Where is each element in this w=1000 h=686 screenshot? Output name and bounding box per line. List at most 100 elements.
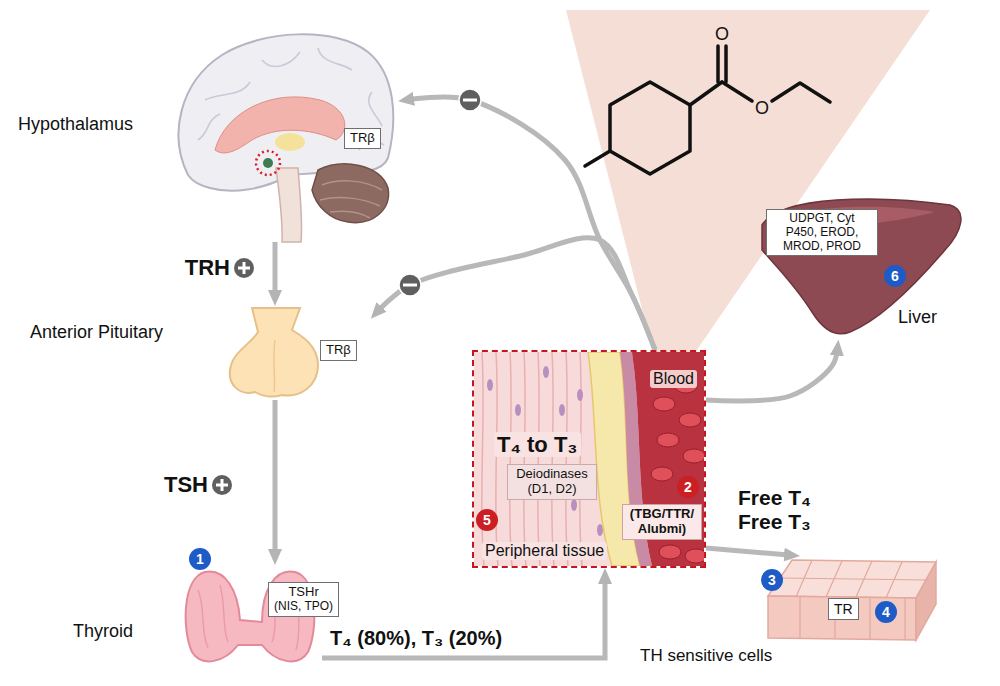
- edge-label: TSH: [164, 472, 208, 497]
- enzyme-box: UDPGT, Cyt P450, EROD, MROD, PROD: [766, 209, 878, 256]
- connector-arrow: [706, 548, 792, 555]
- chemical-structure: [585, 46, 830, 174]
- cyclohexane-ring: [610, 82, 690, 174]
- stimulation-sign: [212, 475, 232, 495]
- liver-illustration: [762, 199, 961, 334]
- box-text: (NIS, TPO): [274, 600, 333, 614]
- cell-nuclei-part: [559, 404, 565, 416]
- cerebellum-folia: [320, 181, 382, 218]
- text-slot: 3: [761, 569, 783, 591]
- receptor-box: TR: [828, 598, 859, 620]
- text-slot: T₄ to T₃: [494, 432, 581, 457]
- ethyl-bond: [772, 83, 830, 102]
- text-slot: TH sensitive cells: [640, 646, 772, 666]
- cell-nuclei-part: [577, 389, 583, 401]
- liver-organ-shape: [762, 199, 961, 334]
- node-label: Liver: [898, 307, 937, 328]
- box-text: TRβ: [326, 343, 351, 358]
- hypothalamus-marker: [256, 151, 280, 175]
- carbonyl-double-bond: [718, 46, 726, 82]
- box-text: TSHr: [274, 585, 333, 600]
- pituitary-lobe-line: [274, 340, 275, 392]
- pituitary-illustration: [230, 308, 318, 396]
- inhibition-sign: [459, 89, 481, 111]
- atom-label: O: [755, 98, 769, 119]
- callout-number: 5: [476, 509, 498, 531]
- muscle-fibres: [482, 352, 582, 566]
- brainstem: [276, 168, 302, 242]
- pituitary-organ: Anterior PituitaryTRβ: [226, 306, 370, 400]
- cell-layer-illustration: [768, 560, 936, 640]
- callout-number: 6: [884, 265, 906, 287]
- text-slot: Free T₄ Free T₃: [738, 486, 833, 534]
- callout-number: 3: [761, 569, 783, 591]
- node-label: TH sensitive cells: [640, 646, 772, 666]
- node-label: Blood: [650, 370, 697, 388]
- text-slot: 2: [677, 476, 699, 498]
- liver-organ: Liver UDPGT, Cyt P450, EROD, MROD, PROD: [758, 195, 966, 340]
- red-blood-cells-part: [685, 549, 704, 563]
- text-slot: Peripheral tissue: [482, 542, 607, 560]
- stimulation-sign: [212, 475, 232, 495]
- cell-nuclei: [487, 366, 603, 536]
- tissue-illustration: [474, 352, 704, 566]
- text-slot: Liver: [898, 307, 937, 328]
- red-blood-cells-part: [659, 545, 681, 559]
- cell-nuclei-part: [571, 499, 577, 511]
- box-text: Deiodinases (D1, D2): [513, 467, 591, 497]
- text-slot: 6: [884, 265, 906, 287]
- text-slot: O: [755, 98, 769, 119]
- ester-bond: [722, 82, 752, 101]
- edge-label: T₄ (80%), T₃ (20%): [330, 627, 502, 650]
- text-slot: 4: [875, 601, 897, 623]
- inhibition-sign: [399, 274, 421, 296]
- text-slot: Hypothalamus: [18, 114, 133, 135]
- enzyme-box: Deiodinases (D1, D2): [507, 464, 597, 500]
- red-blood-cells-part: [657, 433, 679, 447]
- node-label: Peripheral tissue: [482, 542, 607, 560]
- inhibition-sign: [399, 274, 421, 296]
- box-text: (TBG/TTR/ Alubmi): [628, 507, 696, 537]
- node-label: T₄ to T₃: [494, 432, 581, 457]
- connector-arrow: [273, 242, 278, 298]
- cell-nuclei-part: [487, 379, 493, 391]
- text-slot: TSH: [164, 472, 208, 497]
- cell-nuclei-part: [543, 366, 549, 378]
- box-text: TR: [834, 601, 853, 617]
- tissue-region: Blood T₄ to T₃ Peripheral tissue Deiodinase…: [472, 350, 706, 568]
- ring-carbonyl-bond: [690, 82, 722, 105]
- node-label: Anterior Pituitary: [30, 322, 163, 343]
- binding-protein-box: (TBG/TTR/ Alubmi): [622, 504, 702, 540]
- minus-mark: [403, 284, 417, 287]
- node-label: Thyroid: [73, 621, 133, 642]
- text-slot: Blood: [650, 370, 697, 388]
- receptor-box: TRβ: [320, 340, 357, 361]
- stimulation-sign: [234, 258, 254, 278]
- red-blood-cells-part: [651, 467, 673, 481]
- atom-label: O: [715, 24, 729, 45]
- box-text: TRβ: [350, 131, 375, 146]
- minus-mark: [463, 99, 477, 102]
- connector-arrow: [406, 97, 655, 350]
- red-blood-cells-part: [683, 449, 704, 463]
- red-blood-cells-part: [653, 397, 675, 411]
- corpus-callosum: [215, 97, 345, 153]
- connector-arrow: [376, 238, 655, 350]
- stimulation-sign: [234, 258, 254, 278]
- cell-nuclei-part: [515, 404, 521, 416]
- text-slot: 5: [476, 509, 498, 531]
- text-slot: 1: [189, 548, 211, 570]
- plus-mark: [216, 479, 228, 491]
- plus-mark: [238, 262, 250, 274]
- cell-layer-side: [916, 562, 936, 640]
- cell-borders: [781, 560, 927, 640]
- connector-arrow: [322, 576, 605, 658]
- methyl-bond: [585, 151, 610, 166]
- text-slot: Thyroid: [73, 621, 133, 642]
- callout-number: 4: [875, 601, 897, 623]
- hypothalamus-spot: [263, 158, 273, 168]
